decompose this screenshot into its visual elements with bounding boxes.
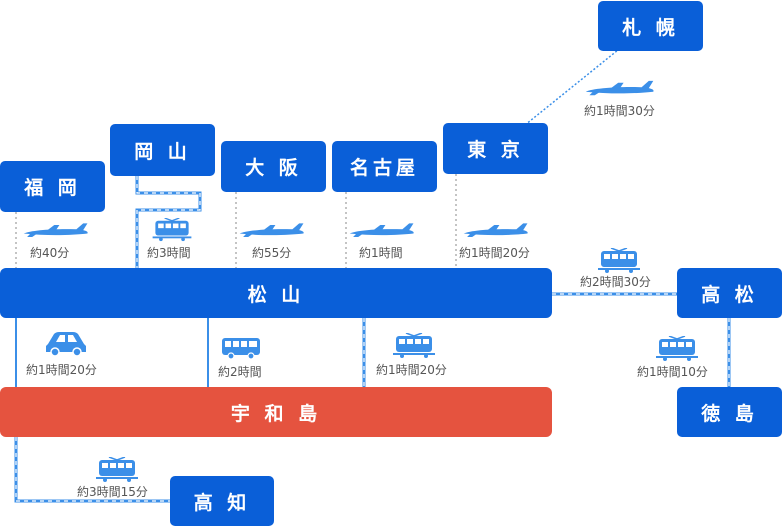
route-time-nagoya: 約1時間 — [359, 246, 403, 260]
node-fukuoka: 福 岡 — [0, 161, 105, 212]
node-tokyo: 東 京 — [443, 123, 548, 174]
node-kochi: 高 知 — [170, 476, 274, 526]
car-icon — [44, 330, 88, 356]
route-time-uwajima-car: 約1時間20分 — [26, 363, 97, 377]
node-okayama: 岡 山 — [110, 124, 215, 176]
plane-icon — [584, 79, 656, 99]
node-takamatsu: 高 松 — [677, 268, 782, 318]
bus-icon — [221, 336, 261, 360]
route-time-fukuoka: 約40分 — [30, 246, 70, 260]
plane-icon — [348, 222, 416, 240]
route-time-kochi: 約3時間15分 — [77, 485, 148, 499]
train-icon — [152, 218, 192, 242]
node-nagoya: 名古屋 — [332, 141, 437, 192]
train-icon — [656, 336, 698, 362]
plane-icon — [238, 222, 306, 240]
route-time-uwajima-train: 約1時間20分 — [376, 363, 447, 377]
train-icon — [96, 457, 138, 483]
node-matsuyama: 松 山 — [0, 268, 552, 318]
route-time-okayama: 約3時間 — [147, 246, 191, 260]
node-osaka: 大 阪 — [221, 141, 326, 192]
route-time-takamatsu: 約2時間30分 — [580, 275, 651, 289]
route-time-sapporo: 約1時間30分 — [584, 104, 655, 118]
route-time-osaka: 約55分 — [252, 246, 292, 260]
route-time-uwajima-bus: 約2時間 — [218, 365, 262, 379]
node-tokushima: 徳 島 — [677, 387, 782, 437]
route-time-tokushima: 約1時間10分 — [637, 365, 708, 379]
plane-icon — [22, 222, 90, 240]
node-sapporo: 札 幌 — [598, 1, 703, 51]
route-time-tokyo: 約1時間20分 — [459, 246, 530, 260]
train-icon — [393, 333, 435, 359]
plane-icon — [462, 222, 530, 240]
train-icon — [598, 248, 640, 274]
node-uwajima: 宇 和 島 — [0, 387, 552, 437]
